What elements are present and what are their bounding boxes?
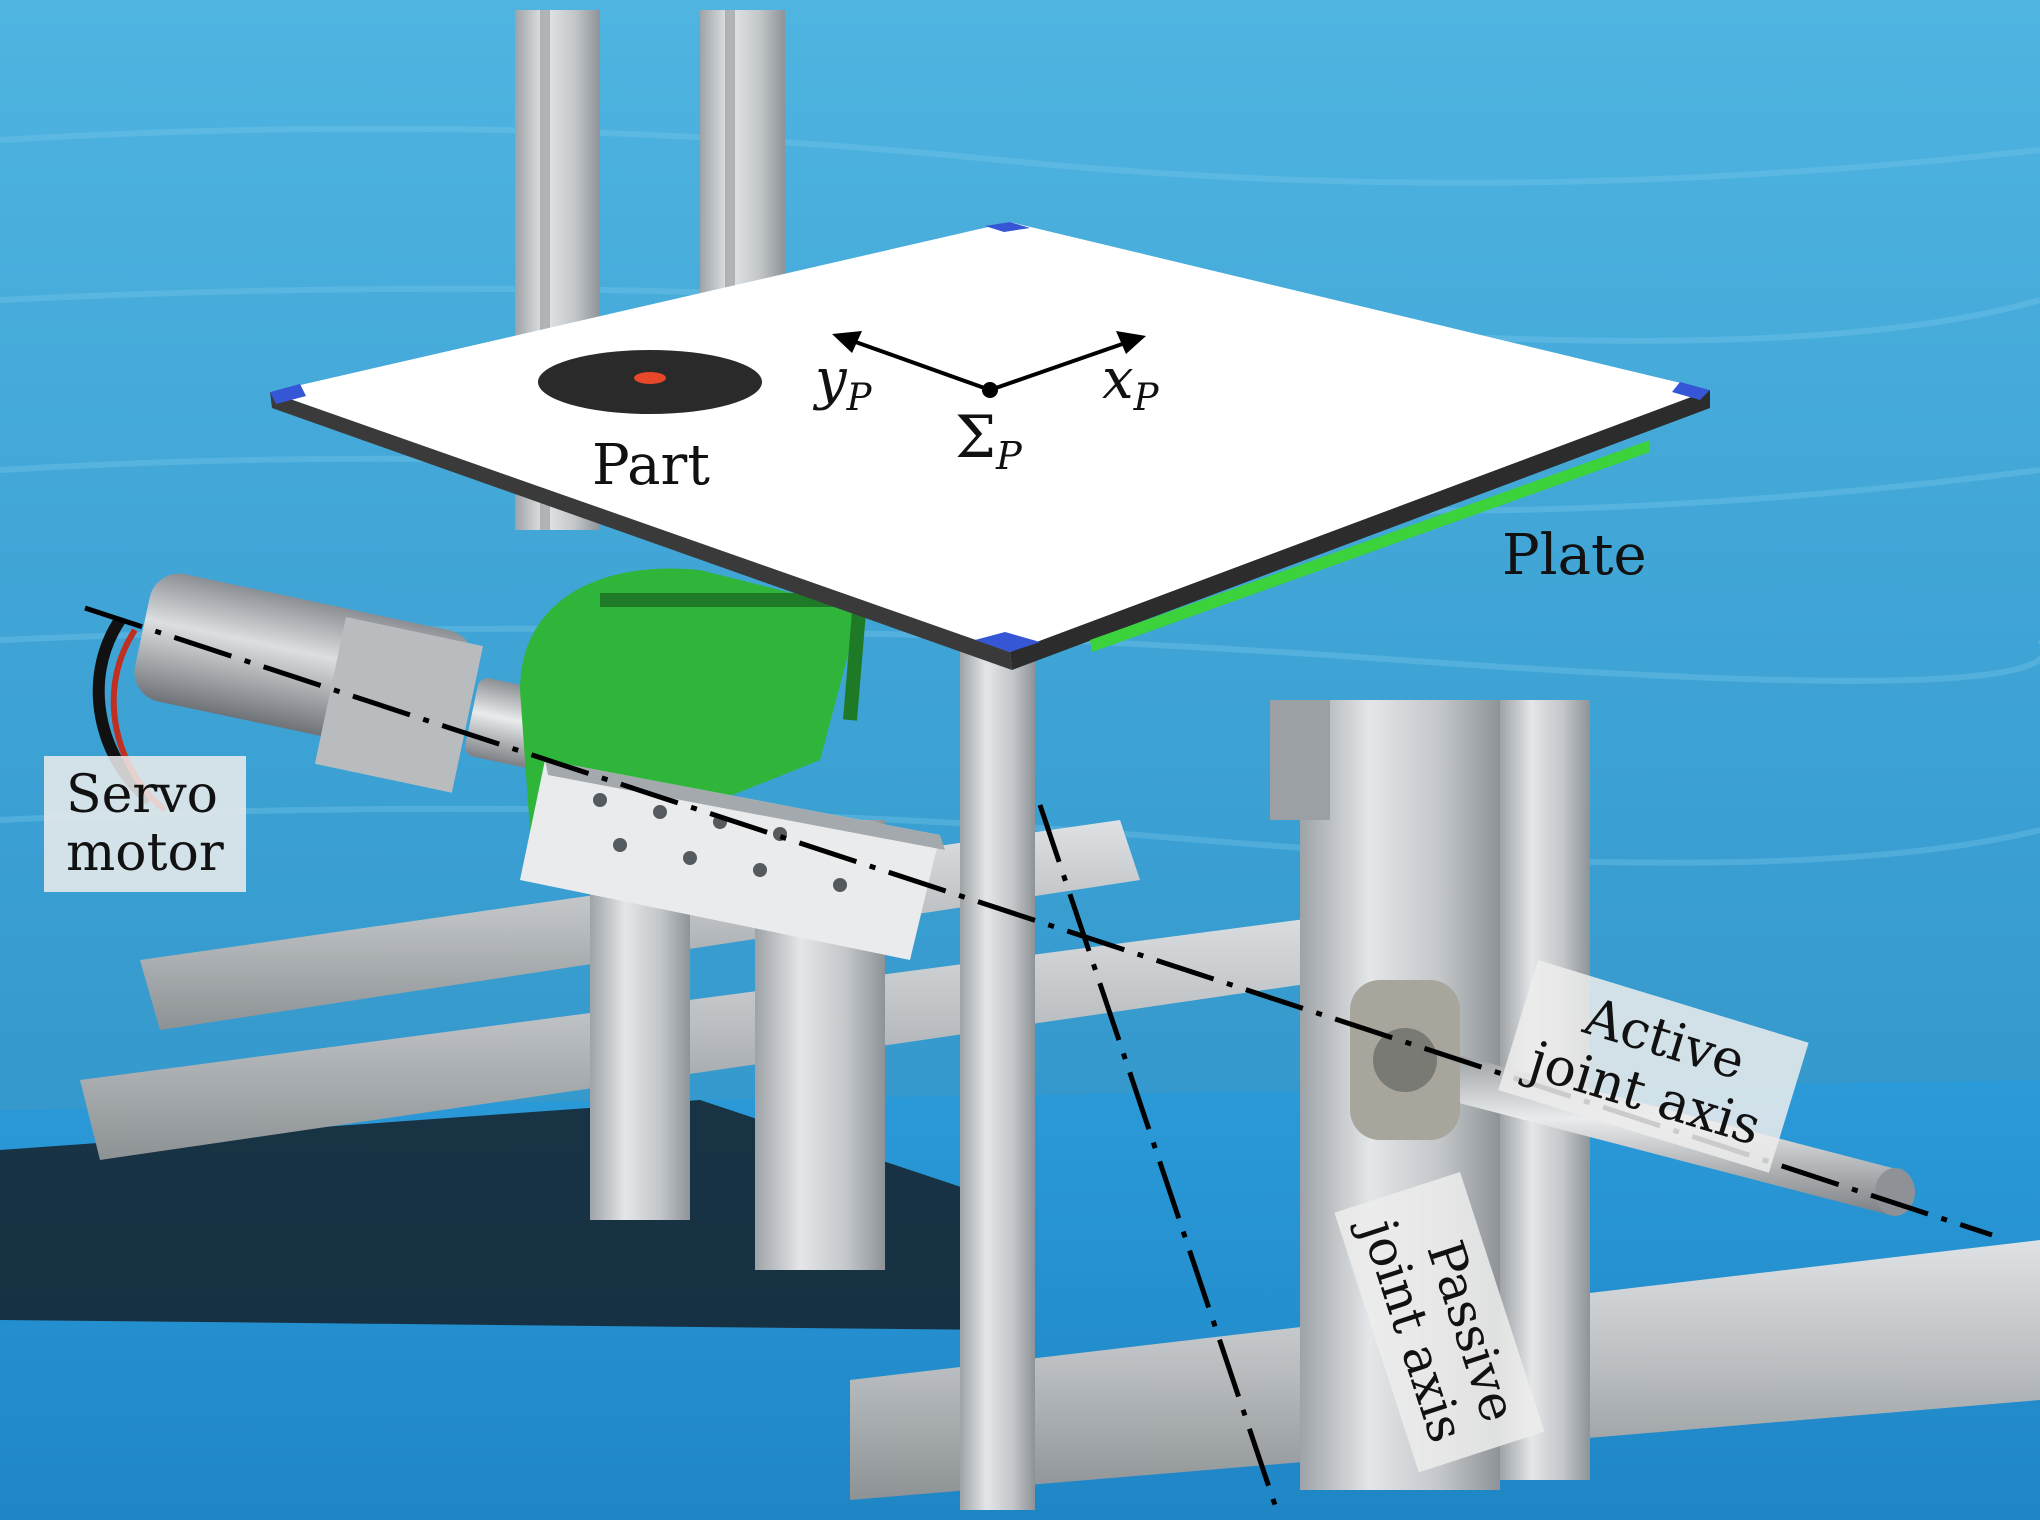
plate-frame-axes	[832, 331, 1146, 398]
y-axis-label: yP	[815, 352, 872, 417]
plate-corner-marker	[270, 384, 306, 404]
part-disc	[538, 350, 762, 414]
plate-corner-marker	[975, 632, 1040, 652]
x-axis-symbol: x	[1102, 347, 1134, 412]
plate	[270, 222, 1710, 670]
floor-shadow	[0, 1100, 1000, 1330]
servo-motor	[92, 573, 484, 813]
y-axis-symbol: y	[815, 347, 847, 412]
plate-corner-marker	[1672, 382, 1710, 400]
plate-corner-marker	[985, 222, 1030, 232]
servo-motor-line1: Servo	[66, 765, 218, 825]
servo-motor-line2: motor	[66, 823, 224, 884]
part-label: Part	[592, 433, 710, 498]
servo-motor-label: Servo motor	[44, 756, 246, 893]
frame-origin-symbol: Σ	[955, 403, 997, 471]
plate-label: Plate	[1502, 523, 1647, 588]
y-axis-subscript: P	[846, 375, 872, 419]
passive-joint-axis-line	[1037, 804, 1278, 1506]
angle-bracket	[520, 760, 945, 960]
x-axis-subscript: P	[1133, 375, 1159, 419]
frame-origin-subscript: P	[996, 434, 1022, 480]
frame-origin-dot	[982, 382, 998, 398]
frame-origin-label: ΣP	[955, 408, 1022, 477]
x-axis-label: xP	[1102, 352, 1158, 417]
